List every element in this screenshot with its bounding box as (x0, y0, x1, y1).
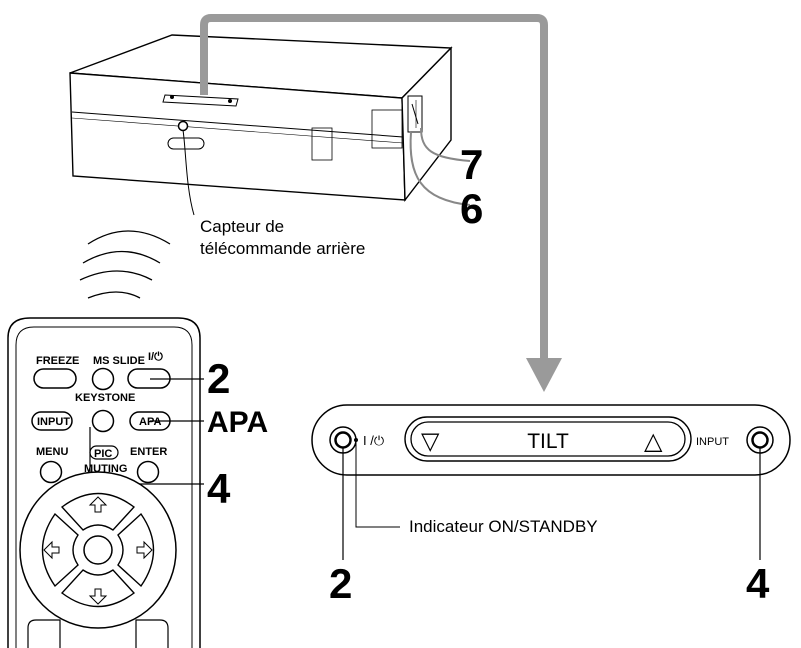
remote-input-button[interactable] (31, 411, 73, 431)
remote-dpad-center-button[interactable] (83, 535, 113, 565)
panel-power-symbol: I /⏻ (363, 433, 384, 448)
rear-remote-sensor-icon (177, 120, 189, 132)
callout-6: 6 (460, 185, 484, 232)
callout-apa: APA (207, 406, 269, 439)
callout-4-panel: 4 (746, 560, 770, 607)
panel-input-label: INPUT (696, 436, 729, 448)
connector-arrow-line (200, 14, 548, 360)
panel-tilt-down-icon[interactable]: ▽ (421, 427, 440, 455)
remote-pic-label: PIC (94, 448, 112, 460)
callout-4-remote: 4 (207, 465, 231, 512)
remote-ms-slide-button[interactable] (91, 367, 115, 391)
remote-freeze-label: FREEZE (36, 355, 79, 367)
remote-input-label: INPUT (37, 416, 70, 428)
remote-ms-slide-label: MS SLIDE (93, 355, 145, 367)
projector (69, 34, 471, 216)
callout-7: 7 (460, 141, 484, 188)
remote-apa-key-label: APA (139, 416, 161, 428)
signal-waves-icon (79, 230, 171, 299)
panel-tilt-button[interactable] (410, 421, 686, 457)
panel-tilt-label: TILT (527, 430, 569, 453)
sensor-label-line1: Capteur de (200, 217, 285, 236)
remote-dpad-right-button[interactable] (117, 512, 155, 588)
arrow-right-icon (136, 540, 153, 560)
remote-keystone-label: KEYSTONE (75, 392, 135, 404)
remote-power-label: I/⏻ (148, 350, 163, 363)
callout-2-panel: 2 (329, 560, 353, 607)
remote-menu-label: MENU (36, 446, 68, 458)
arrow-up-icon (88, 496, 108, 513)
remote-enter-label: ENTER (130, 446, 167, 458)
projector-lens-slot (167, 137, 205, 150)
on-standby-indicator-icon (354, 438, 358, 442)
remote-freeze-button[interactable] (33, 368, 77, 389)
panel-tilt-up-icon[interactable]: △ (644, 427, 663, 455)
projector-top-panel (162, 94, 239, 107)
indicator-label: Indicateur ON/STANDBY (409, 517, 598, 536)
remote-keystone-button[interactable] (91, 409, 115, 433)
remote-dpad-down-button[interactable] (60, 569, 136, 608)
arrow-left-icon (43, 540, 60, 560)
connector-arrow-head (526, 358, 562, 392)
projector-side (401, 46, 452, 202)
arrow-down-icon (88, 588, 108, 605)
remote-control: FREEZE MS SLIDE I/⏻ KEYSTONE INPUT APA M… (7, 317, 204, 648)
remote-enter-button[interactable] (136, 460, 160, 484)
sensor-label-line2: télécommande arrière (200, 239, 366, 258)
control-panel: I /⏻ ▽ TILT △ INPUT (311, 404, 791, 476)
remote-dpad-left-button[interactable] (41, 512, 79, 588)
remote-menu-button[interactable] (39, 460, 63, 484)
callout-2-remote: 2 (207, 355, 231, 402)
